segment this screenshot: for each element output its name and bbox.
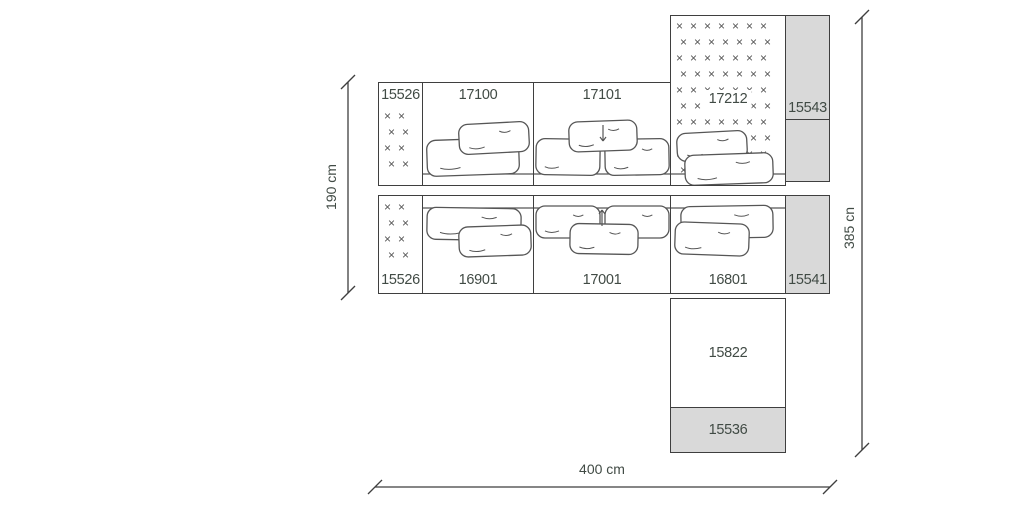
module-label: 17101: [582, 87, 622, 103]
panel-15541: 15541: [785, 195, 830, 294]
panel-unlabeled: [785, 119, 830, 182]
panel-label: 15536: [708, 421, 748, 438]
x-hatch-pattern: ××××××××: [384, 200, 410, 262]
dimension-label-right: 385 cn: [841, 206, 857, 250]
module-label: 16801: [708, 271, 748, 288]
dimension-label-bottom: 400 cm: [579, 461, 625, 477]
panel-label: 15543: [788, 99, 827, 116]
panel-15543: 15543: [785, 15, 830, 120]
module-label: 15526: [381, 271, 420, 288]
panel-15536: 15536: [670, 407, 786, 453]
dimension-label-left: 190 cm: [323, 164, 339, 210]
module-17212: ××××××××××××××××××××××××××××××××××××××××…: [670, 15, 786, 186]
panel-label: 15541: [788, 271, 827, 288]
x-hatch-pattern: ××××××××: [384, 109, 410, 171]
module-label: 17212: [704, 90, 752, 109]
module-label: 17100: [458, 87, 498, 103]
module-label: 15526: [381, 87, 420, 103]
module-label: 15822: [708, 344, 748, 361]
module-15822: 15822: [670, 298, 786, 408]
module-label: 16901: [458, 271, 498, 288]
module-label: 17001: [582, 271, 622, 288]
module-15526-top: 15526 ××××××××: [378, 82, 423, 186]
